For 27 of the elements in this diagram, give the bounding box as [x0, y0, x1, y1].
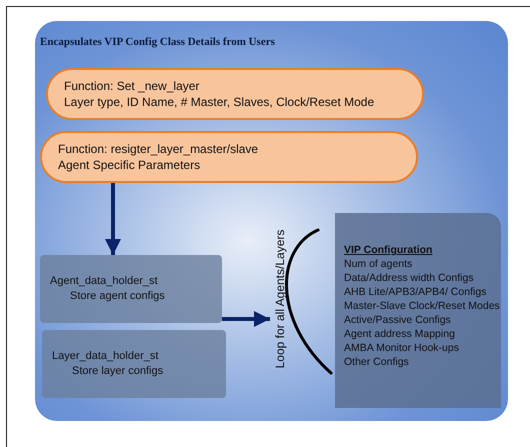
config-heading: VIP Configuration	[344, 243, 434, 257]
arrow	[105, 183, 121, 255]
function-description: Layer type, ID Name, # Master, Slaves, Clock/Reset Mode	[64, 94, 376, 110]
config-item: Agent address Mapping	[344, 327, 456, 341]
config-item: Num of agents	[344, 257, 414, 271]
function-name: Function: Set _new_layer	[64, 78, 200, 94]
config-item: Data/Address width Configs	[344, 271, 475, 285]
function-pill	[40, 131, 418, 183]
config-item: Active/Passive Configs	[344, 313, 452, 327]
struct-name: Agent_data_holder_st	[49, 274, 159, 289]
config-item: Master-Slave Clock/Reset Modes	[344, 299, 501, 313]
function-pill	[46, 68, 424, 120]
struct-name: Layer_data_holder_st	[51, 349, 160, 364]
data-holder-box	[42, 330, 226, 398]
loop-label: Loop for all Agents/Layers	[272, 225, 288, 373]
data-holder-box	[40, 255, 222, 323]
function-name: Function: resigter_layer_master/slave	[58, 141, 260, 157]
struct-description: Store layer configs	[71, 364, 164, 379]
function-description: Agent Specific Parameters	[58, 157, 202, 173]
config-item: AHB Lite/APB3/APB4/ Configs	[344, 285, 488, 299]
config-item: AMBA Monitor Hook-ups	[344, 341, 460, 355]
arrow	[222, 311, 270, 327]
struct-description: Store agent configs	[69, 289, 166, 304]
configuration-panel	[335, 213, 501, 408]
panel-title: Encapsulates VIP Config Class Details from Users	[40, 35, 275, 50]
config-item: Other Configs	[344, 355, 410, 369]
rounded-panel	[35, 21, 508, 421]
